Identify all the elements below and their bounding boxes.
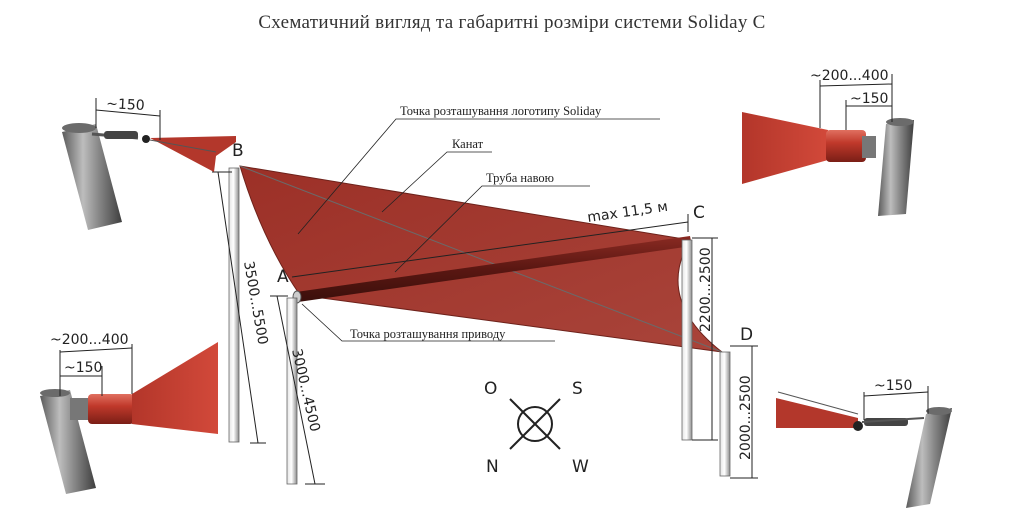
detail-tr-inner-dim: ~150 xyxy=(850,91,888,107)
compass-w: W xyxy=(572,457,589,477)
compass-s: S xyxy=(572,379,583,399)
sail xyxy=(239,165,724,353)
point-c-label: C xyxy=(693,203,705,223)
detail-bottom-left: ~200...400 ~150 xyxy=(40,332,218,494)
detail-top-right: ~200...400 ~150 xyxy=(742,68,914,216)
detail-bottom-right: ~150 xyxy=(776,378,952,508)
point-a-label: A xyxy=(277,267,289,287)
callout-drive: Точка розташування приводу xyxy=(350,327,506,341)
compass-o: O xyxy=(484,379,497,399)
rolling-tube xyxy=(296,236,692,302)
detail-top-left: ~150 xyxy=(62,96,236,230)
point-b-label: B xyxy=(232,141,244,161)
dim-post-c: 2200...2500 xyxy=(698,247,714,332)
post-c xyxy=(681,239,693,441)
post-b xyxy=(228,167,240,443)
dim-max-length: max 11,5 м xyxy=(586,199,669,226)
post-d xyxy=(719,351,731,477)
detail-bl-outer-dim: ~200...400 xyxy=(50,332,129,348)
post-dimensions xyxy=(212,171,758,485)
detail-br-dim: ~150 xyxy=(874,378,912,394)
callout-rope: Канат xyxy=(452,137,484,151)
detail-tl-dim: ~150 xyxy=(106,96,145,114)
compass-n: N xyxy=(486,457,499,477)
detail-bl-inner-dim: ~150 xyxy=(64,360,102,376)
callout-lines xyxy=(297,118,660,342)
dim-post-d: 2000...2500 xyxy=(738,375,754,460)
detail-tr-outer-dim: ~200...400 xyxy=(810,68,889,84)
callout-tube: Труба навою xyxy=(486,171,554,185)
rope-line xyxy=(239,165,723,353)
compass: O S N W xyxy=(484,379,589,477)
diagram-title: Схематичний вигляд та габаритні розміри … xyxy=(258,12,766,33)
callout-logo: Точка розташування логотипу Soliday xyxy=(400,104,602,118)
dim-post-b: 3500...5500 xyxy=(240,260,270,346)
point-d-label: D xyxy=(740,325,753,345)
post-a xyxy=(286,297,298,485)
